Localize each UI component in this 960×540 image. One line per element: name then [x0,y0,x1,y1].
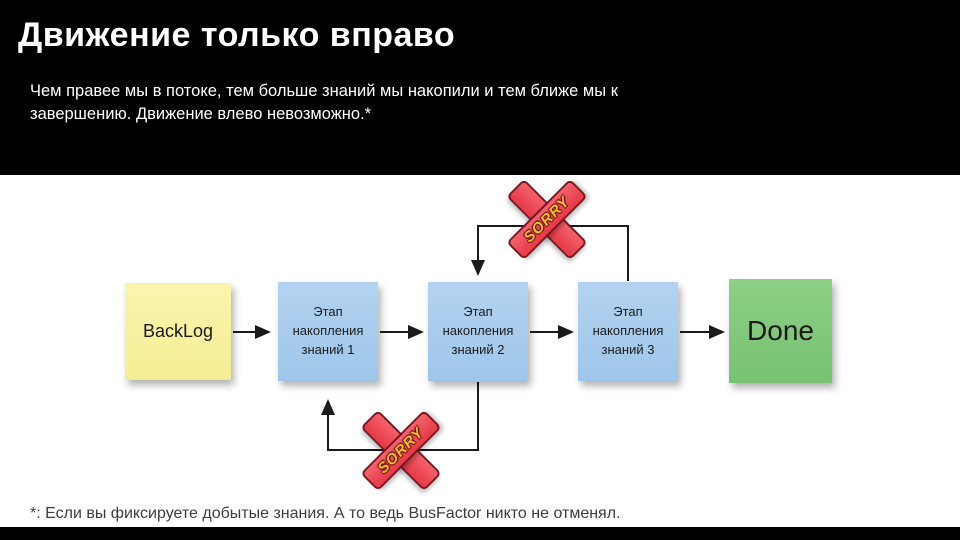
sticky-note-done: Done [729,279,832,383]
sticky-note-stage1: Этап накопления знаний 1 [278,282,378,381]
sorry-stamp-top: SORRY [506,178,588,260]
note-label: BackLog [142,321,214,341]
footnote: *: Если вы фиксируете добытые знания. А … [30,505,621,522]
note-label: Done [747,315,814,346]
note-label: Этап накопления знаний 2 [442,304,514,357]
sticky-note-stage2: Этап накопления знаний 2 [428,282,528,381]
sticky-note-stage3: Этап накопления знаний 3 [578,282,678,381]
note-label: Этап накопления знаний 1 [292,304,364,357]
slide-subtitle: Чем правее мы в потоке, тем больше знани… [30,82,618,124]
note-label: Этап накопления знаний 3 [592,304,664,357]
page-title: Движение только вправо [18,16,456,54]
sorry-stamp-bottom: SORRY [360,409,442,491]
sticky-note-backlog: BackLog [125,283,231,380]
bottom-bar [0,527,960,540]
slide-header: Движение только вправо Чем правее мы в п… [0,0,960,175]
